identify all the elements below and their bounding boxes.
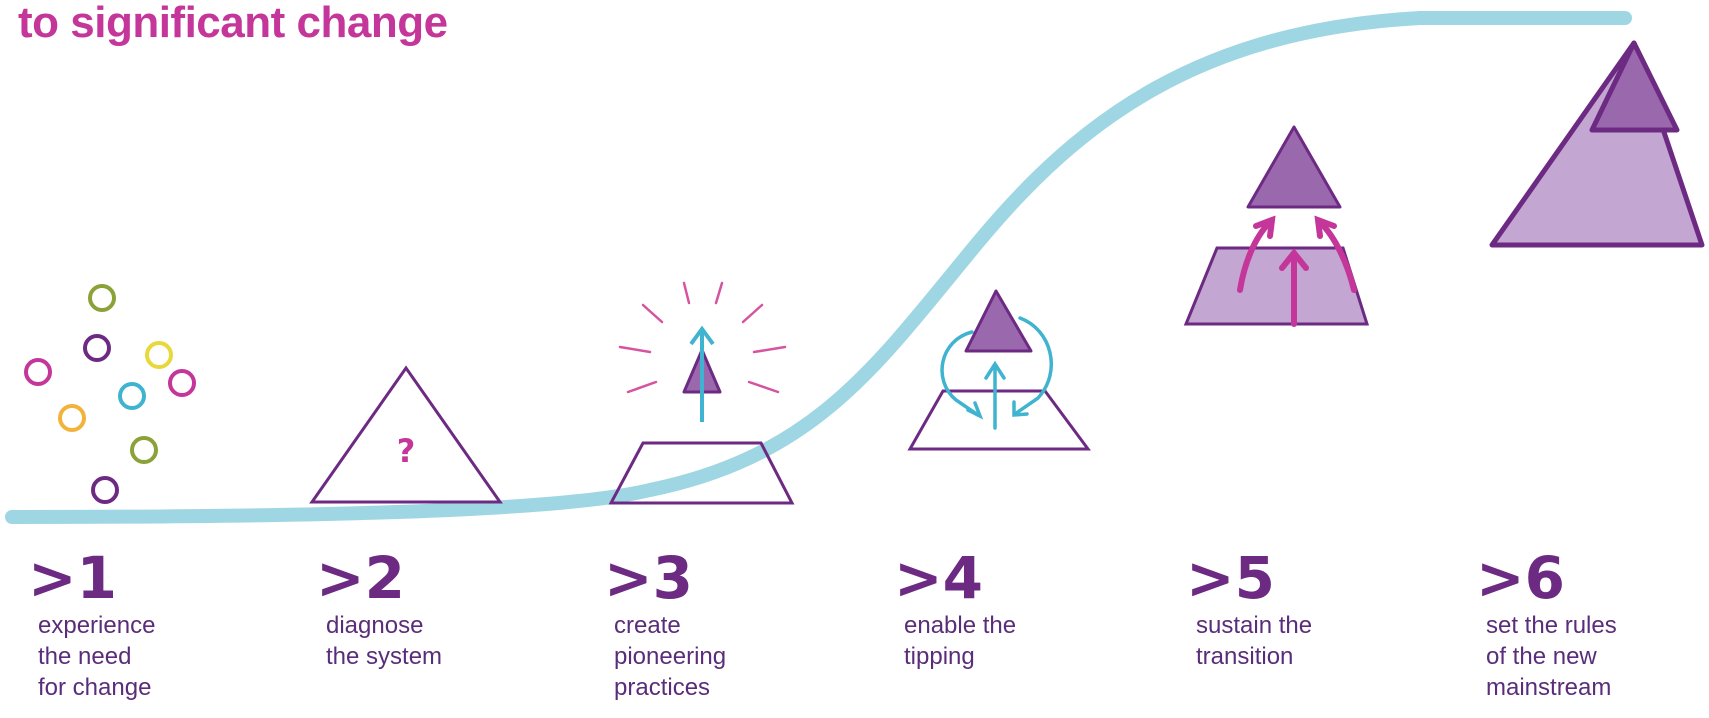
- step-description: set the rules of the new mainstream: [1486, 610, 1709, 703]
- step-description-line: transition: [1196, 643, 1294, 670]
- step-description-line: tipping: [904, 643, 975, 670]
- step-number: >6: [1476, 544, 1565, 612]
- step-description-line: for change: [38, 674, 152, 701]
- step-description: sustain the transition: [1196, 610, 1448, 672]
- step-description-line: experience: [38, 612, 156, 639]
- step-number: >5: [1186, 544, 1275, 612]
- question-mark: ?: [397, 432, 416, 470]
- step-5: >5 sustain the transition: [1186, 544, 1448, 672]
- step-description-line: pioneering: [614, 643, 727, 670]
- step-description: create pioneering practices: [614, 610, 866, 703]
- step-3: >3 create pioneering practices: [604, 544, 866, 703]
- step-description-line: practices: [614, 674, 711, 701]
- step-description-line: create: [614, 612, 681, 639]
- sustain-arrows-icon: [1183, 125, 1370, 327]
- question-triangle-icon: ?: [309, 365, 503, 504]
- pioneer-spark-icon: [608, 281, 795, 505]
- step-4: >4 enable the tipping: [894, 544, 1156, 672]
- step-description-line: of the new: [1486, 643, 1597, 670]
- step-description-line: the need: [38, 643, 132, 670]
- step-description: enable the tipping: [904, 610, 1156, 672]
- step-number: >4: [894, 544, 983, 612]
- mainstream-triangle-icon: [1489, 40, 1705, 248]
- step-6: >6 set the rules of the new mainstream: [1476, 544, 1709, 703]
- step-description-line: set the rules: [1486, 612, 1617, 639]
- step-description-line: enable the: [904, 612, 1017, 639]
- step-number: >2: [316, 544, 405, 612]
- step-number: >1: [28, 544, 117, 612]
- step-description: experience the need for change: [38, 610, 290, 703]
- step-2: >2 diagnose the system: [316, 544, 578, 672]
- step-description: diagnose the system: [326, 610, 578, 672]
- step-description-line: sustain the: [1196, 612, 1313, 639]
- step-description-line: diagnose: [326, 612, 424, 639]
- transition-curve: [5, 11, 1632, 524]
- step-description-line: the system: [326, 643, 443, 670]
- step-number: >3: [604, 544, 693, 612]
- step-description-line: mainstream: [1486, 674, 1612, 701]
- scattered-circles-icon: [24, 284, 196, 504]
- page-title: to significant change: [18, 0, 448, 47]
- tipping-cycle-icon: [907, 289, 1091, 451]
- step-1: >1 experience the need for change: [28, 544, 290, 703]
